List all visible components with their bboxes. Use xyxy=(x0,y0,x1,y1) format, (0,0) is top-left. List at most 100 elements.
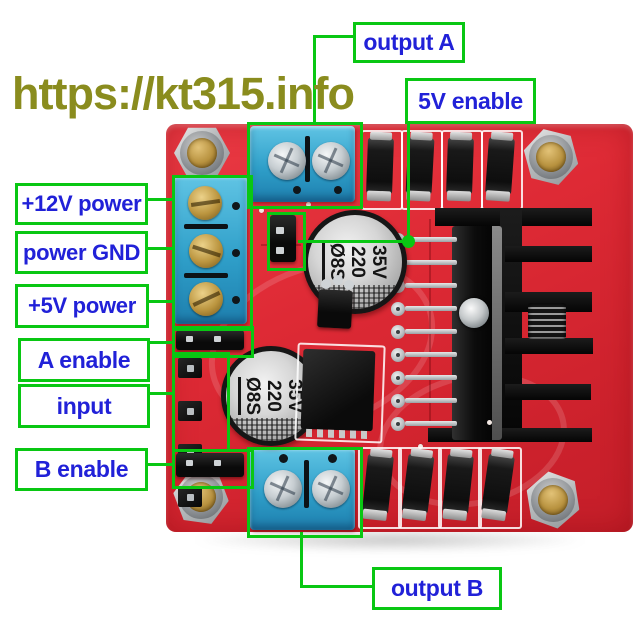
jumper-pin xyxy=(276,247,284,254)
terminal-hole xyxy=(293,186,301,194)
board-shadow xyxy=(190,528,590,552)
terminal-divider xyxy=(184,224,228,229)
terminal-screw-gnd xyxy=(189,234,223,268)
leader-dot xyxy=(402,235,415,248)
highlight-b-enable-jumper xyxy=(172,449,254,489)
callout-5v-power: +5V power xyxy=(15,284,149,328)
callout-5v-enable: 5V enable xyxy=(405,78,536,124)
chip-mount-screw xyxy=(459,298,489,328)
callout-5v-power-label: +5V power xyxy=(28,293,136,318)
terminal-hole xyxy=(232,249,240,257)
leader-output-a xyxy=(313,35,316,124)
callout-input-label: input xyxy=(56,392,112,419)
heatsink-fin xyxy=(505,292,592,312)
callout-a-enable-label: A enable xyxy=(37,346,131,373)
chip-pin xyxy=(391,371,461,385)
leader-5v-enable xyxy=(407,116,410,243)
highlight-power-terminal xyxy=(172,175,253,331)
leader-output-a xyxy=(313,35,356,38)
brass-screw-head xyxy=(187,138,217,168)
callout-input: input xyxy=(18,384,150,428)
leader-output-b xyxy=(300,532,303,588)
silkscreen-outline xyxy=(358,447,402,529)
leader-a-enable xyxy=(144,341,174,344)
terminal-screw xyxy=(312,142,350,180)
heatsink-fin xyxy=(505,246,592,262)
diode xyxy=(366,131,394,202)
mounting-screw xyxy=(517,123,585,191)
jumper-pin xyxy=(276,227,284,234)
solder-pad xyxy=(418,444,423,449)
jumper-pin xyxy=(186,460,193,466)
solder-pad xyxy=(487,420,492,425)
jumper-a-enable xyxy=(176,330,244,350)
callout-output-b-label: output B xyxy=(390,575,484,601)
input-header-pin xyxy=(178,401,202,421)
highlight-output-b-terminal xyxy=(247,447,363,538)
transistor xyxy=(317,289,353,329)
terminal-screw-5v xyxy=(189,282,223,316)
site-watermark: https://kt315.info xyxy=(12,68,355,120)
chip-pin xyxy=(391,325,461,339)
capacitor-value: 220 xyxy=(262,380,284,412)
terminal-hole xyxy=(328,454,337,463)
capacitor-value: 220 xyxy=(346,246,368,278)
highlight-output-a-terminal xyxy=(247,122,363,209)
capacitor-texture xyxy=(226,417,316,441)
transistor-lead xyxy=(344,280,354,290)
chip-pin xyxy=(391,348,461,362)
chip-pin xyxy=(391,394,461,408)
terminal-divider xyxy=(304,460,309,508)
terminal-screw-12v xyxy=(188,186,222,220)
leader-5v-enable xyxy=(298,240,410,243)
callout-output-b: output B xyxy=(372,567,502,610)
capacitor-series: Ø8S xyxy=(238,376,263,416)
mounting-screw xyxy=(174,127,230,179)
regulator-ic xyxy=(300,348,376,432)
jumper-5v-enable xyxy=(270,215,296,262)
transistor-lead xyxy=(321,279,331,289)
terminal-hole xyxy=(232,202,240,210)
heatsink-fin xyxy=(505,384,591,400)
terminal-hole xyxy=(334,186,342,194)
heatsink-threaded-hole xyxy=(528,303,566,339)
leader-output-b xyxy=(300,585,374,588)
chip-metal-tab xyxy=(492,226,502,440)
terminal-screw xyxy=(312,470,350,508)
terminal-hole xyxy=(232,296,240,304)
leader-power-gnd xyxy=(142,247,174,250)
callout-12v-power-label: +12V power xyxy=(21,191,142,216)
terminal-divider xyxy=(184,273,228,278)
pcb-trace xyxy=(429,219,431,424)
leader-input xyxy=(144,392,174,395)
transistor-lead xyxy=(333,275,343,285)
capacitor-voltage: 35V xyxy=(367,245,389,279)
leader-12v-power xyxy=(142,198,174,201)
chip-pin xyxy=(391,417,461,431)
terminal-screw xyxy=(264,470,302,508)
pcb-board: 35V 220 Ø8S 35V 220 Ø8S xyxy=(166,124,633,532)
solder-pad xyxy=(259,208,264,213)
input-header-pin xyxy=(178,358,202,378)
site-watermark-text: https://kt315.info xyxy=(12,68,355,119)
terminal-hole xyxy=(279,454,288,463)
callout-5v-enable-label: 5V enable xyxy=(418,87,523,114)
input-header-pin xyxy=(178,487,202,507)
highlight-input-header xyxy=(172,352,230,452)
callout-power-gnd: power GND xyxy=(15,231,148,274)
callout-output-a: output A xyxy=(353,22,465,63)
callout-output-a-label: output A xyxy=(363,29,455,55)
callout-12v-power: +12V power xyxy=(15,183,148,225)
solder-pad xyxy=(306,202,311,207)
jumper-pin xyxy=(186,336,193,342)
diode xyxy=(446,131,474,202)
heatsink-fin xyxy=(505,338,593,354)
callout-power-gnd-label: power GND xyxy=(22,239,141,265)
jumper-pin xyxy=(214,336,221,342)
leader-5v-power xyxy=(143,300,174,303)
callout-b-enable: B enable xyxy=(15,448,148,491)
heatsink-spine xyxy=(500,210,522,442)
silkscreen-outline xyxy=(438,447,482,529)
terminal-divider xyxy=(305,136,310,182)
